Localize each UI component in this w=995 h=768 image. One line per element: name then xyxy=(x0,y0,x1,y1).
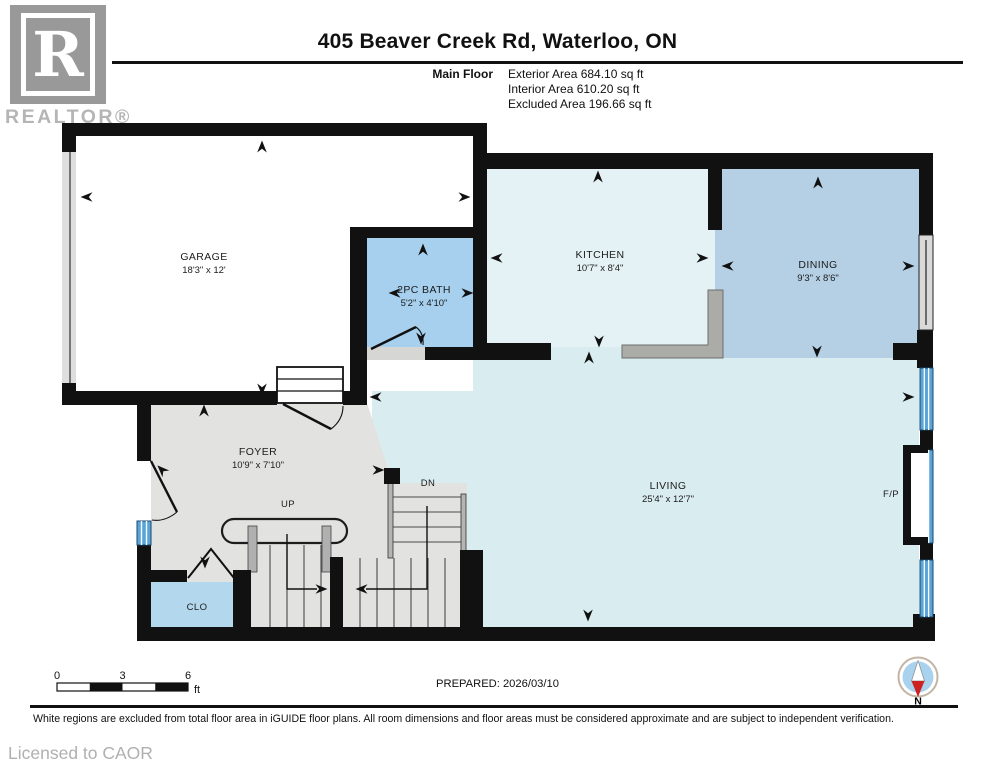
fireplace-label: F/P xyxy=(883,489,899,500)
room-foyer xyxy=(151,403,391,627)
room-closet xyxy=(151,582,233,627)
bath-door xyxy=(370,325,424,351)
exterior-area: Exterior Area 684.10 sq ft xyxy=(508,67,644,81)
page-title: 405 Beaver Creek Rd, Waterloo, ON xyxy=(317,30,678,53)
living-dims: 25'4" x 12'7" xyxy=(642,494,694,505)
garage-entry-door xyxy=(282,402,344,431)
excluded-area: Excluded Area 196.66 sq ft xyxy=(508,97,652,111)
room-fills xyxy=(76,136,919,627)
dn-label: DN xyxy=(421,478,436,489)
compass-icon: N xyxy=(897,656,939,708)
stairs-lower-treads xyxy=(359,558,446,627)
dining-dims: 9'3" x 8'6" xyxy=(797,273,839,284)
fireplace xyxy=(903,445,928,545)
disclaimer-text: White regions are excluded from total fl… xyxy=(33,712,894,725)
room-dining xyxy=(715,169,919,358)
license-text: Licensed to CAOR xyxy=(8,743,153,763)
room-labels: GARAGE 18'3" x 12' 2PC BATH 5'2" x 4'10"… xyxy=(180,249,899,613)
foyer-window xyxy=(136,520,152,546)
title-rule xyxy=(112,61,963,64)
stairs-up-railing xyxy=(220,517,349,573)
realtor-logo: R xyxy=(10,5,106,104)
kitchen-counter xyxy=(621,289,724,359)
garage-steps xyxy=(276,366,344,404)
realtor-brand-text: REALTOR® xyxy=(5,106,132,128)
footer-rule xyxy=(30,705,958,709)
kitchen-dims: 10'7" x 8'4" xyxy=(577,263,624,274)
room-kitchen xyxy=(487,169,715,347)
bath-threshold xyxy=(367,347,425,360)
scale-tick-6: 6 xyxy=(185,670,191,682)
kitchen-label: KITCHEN xyxy=(576,249,625,261)
closet-bifold-door xyxy=(187,547,235,579)
closet-label: CLO xyxy=(187,602,208,613)
dining-label: DINING xyxy=(798,259,837,271)
room-bath xyxy=(367,238,473,347)
dining-window xyxy=(918,234,934,331)
garage-door xyxy=(62,150,76,385)
living-label: LIVING xyxy=(650,480,687,492)
realtor-r-icon: R xyxy=(32,17,84,91)
prepared-date: PREPARED: 2026/03/10 xyxy=(436,678,559,690)
stairs-dn-area xyxy=(389,483,467,558)
entry-door xyxy=(149,460,179,521)
compass-n-label: N xyxy=(914,696,922,708)
realtor-logo-frame: R xyxy=(21,13,95,96)
interior-area: Interior Area 610.20 sq ft xyxy=(508,82,640,96)
walls xyxy=(62,123,935,641)
bath-label: 2PC BATH xyxy=(397,284,451,296)
area-summary: Exterior Area 684.10 sq ft Interior Area… xyxy=(508,67,651,112)
floor-label: Main Floor xyxy=(432,67,493,81)
foyer-dims: 10'9" x 7'10" xyxy=(232,460,284,471)
foyer-label: FOYER xyxy=(239,446,277,458)
scale-tick-3: 3 xyxy=(119,670,125,682)
scale-unit: ft xyxy=(194,684,200,696)
scale-tick-0: 0 xyxy=(54,670,60,682)
garage-dims: 18'3" x 12' xyxy=(182,265,226,276)
stairs-direction-paths xyxy=(286,506,428,590)
garage-label: GARAGE xyxy=(180,251,227,263)
stairs-lower-area xyxy=(342,558,460,627)
scale-bar: 0 3 6 ft xyxy=(54,670,200,696)
up-label: UP xyxy=(281,499,295,510)
bath-dims: 5'2" x 4'10" xyxy=(401,298,448,309)
